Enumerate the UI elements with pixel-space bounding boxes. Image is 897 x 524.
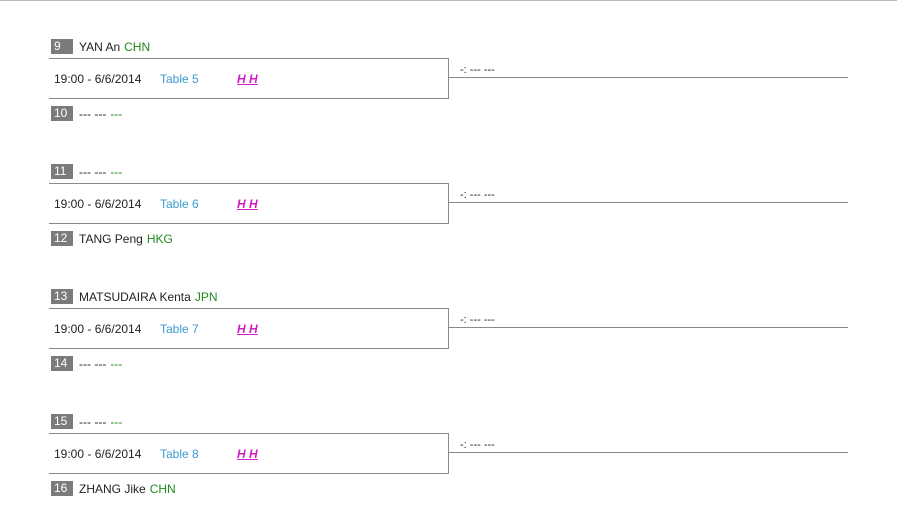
player-name: --- --- [79, 356, 107, 371]
match-table-link[interactable]: Table 6 [160, 197, 199, 211]
head-to-head-link[interactable]: H H [237, 447, 258, 461]
match-block: 11 --- --- --- 19:00 - 6/6/2014 Table 6 … [0, 164, 897, 246]
match-time: 19:00 - 6/6/2014 [54, 197, 142, 211]
bracket-line [449, 327, 848, 328]
player-row-top: 9 YAN An CHN [51, 39, 150, 54]
match-box: 19:00 - 6/6/2014 Table 6 H H [49, 183, 449, 224]
player-row-top: 11 --- --- --- [51, 164, 122, 179]
player-country: --- [110, 356, 123, 371]
match-box: 19:00 - 6/6/2014 Table 5 H H [49, 58, 449, 99]
match-block: 9 YAN An CHN 19:00 - 6/6/2014 Table 5 H … [0, 39, 897, 121]
seed-badge: 9 [51, 39, 73, 54]
match-block: 13 MATSUDAIRA Kenta JPN 19:00 - 6/6/2014… [0, 289, 897, 371]
match-table-link[interactable]: Table 8 [160, 447, 199, 461]
player-row-top: 15 --- --- --- [51, 414, 122, 429]
player-country: CHN [149, 481, 176, 496]
player-name: ZHANG Jike [79, 481, 146, 496]
player-name: --- --- [79, 414, 107, 429]
player-row-bottom: 16 ZHANG Jike CHN [51, 481, 176, 496]
seed-badge: 14 [51, 356, 73, 371]
player-country: CHN [124, 39, 151, 54]
player-row-bottom: 12 TANG Peng HKG [51, 231, 173, 246]
player-row-bottom: 14 --- --- --- [51, 356, 122, 371]
match-box: 19:00 - 6/6/2014 Table 8 H H [49, 433, 449, 474]
top-divider [0, 0, 897, 1]
head-to-head-link[interactable]: H H [237, 322, 258, 336]
player-country: JPN [194, 289, 218, 304]
seed-badge: 12 [51, 231, 73, 246]
match-result: -: --- --- [460, 64, 495, 76]
head-to-head-link[interactable]: H H [237, 72, 258, 86]
match-box: 19:00 - 6/6/2014 Table 7 H H [49, 308, 449, 349]
match-time: 19:00 - 6/6/2014 [54, 447, 142, 461]
seed-badge: 11 [51, 164, 73, 179]
player-name: MATSUDAIRA Kenta [79, 289, 191, 304]
head-to-head-link[interactable]: H H [237, 197, 258, 211]
player-country: --- [110, 164, 123, 179]
player-row-top: 13 MATSUDAIRA Kenta JPN [51, 289, 218, 304]
seed-badge: 10 [51, 106, 73, 121]
seed-badge: 16 [51, 481, 73, 496]
player-name: TANG Peng [79, 231, 143, 246]
player-row-bottom: 10 --- --- --- [51, 106, 122, 121]
player-country: HKG [146, 231, 173, 246]
match-table-link[interactable]: Table 7 [160, 322, 199, 336]
match-time: 19:00 - 6/6/2014 [54, 322, 142, 336]
match-result: -: --- --- [460, 439, 495, 451]
match-result: -: --- --- [460, 314, 495, 326]
player-name: YAN An [79, 39, 121, 54]
seed-badge: 13 [51, 289, 73, 304]
player-country: --- [110, 414, 123, 429]
match-table-link[interactable]: Table 5 [160, 72, 199, 86]
match-result: -: --- --- [460, 189, 495, 201]
bracket-line [449, 202, 848, 203]
match-time: 19:00 - 6/6/2014 [54, 72, 142, 86]
player-name: --- --- [79, 164, 107, 179]
bracket-line [449, 452, 848, 453]
player-name: --- --- [79, 106, 107, 121]
player-country: --- [110, 106, 123, 121]
seed-badge: 15 [51, 414, 73, 429]
match-block: 15 --- --- --- 19:00 - 6/6/2014 Table 8 … [0, 414, 897, 496]
bracket-line [449, 77, 848, 78]
